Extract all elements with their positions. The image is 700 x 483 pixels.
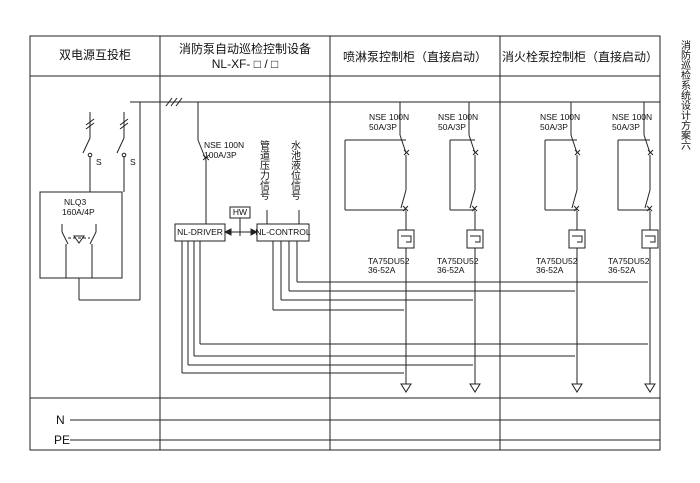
pump-relay-range: 36-52A xyxy=(536,265,564,275)
ats-model-label: NLQ3 xyxy=(64,197,86,207)
column-header-ats: 双电源互投柜 xyxy=(59,47,131,62)
busbar-slash-marks xyxy=(165,97,183,107)
column-header-model: NL-XF- □ / □ xyxy=(212,57,279,71)
pump-relay-model: TA75DU52 xyxy=(437,256,479,266)
pump-branch xyxy=(641,102,659,393)
diagram-frame xyxy=(29,35,661,451)
pump-relay-range: 36-52A xyxy=(608,265,636,275)
pump-breaker-model: NSE 100N xyxy=(369,112,409,122)
ats-contact-dot xyxy=(121,152,127,158)
control-wiring xyxy=(272,241,648,311)
pump-branch xyxy=(397,102,415,393)
pump-relay-range: 36-52A xyxy=(437,265,465,275)
pressure-signal-label: 管道压力信号 xyxy=(258,139,270,201)
ats-s-label: S xyxy=(96,157,102,167)
pump-breaker-rating: 50A/3P xyxy=(612,122,640,132)
ats-switch-contacts xyxy=(82,137,125,192)
column-header-hydrant: 消火栓泵控制柜（直接启动） xyxy=(502,49,658,64)
pump-breaker-rating: 50A/3P xyxy=(369,122,397,132)
pump-breaker-rating: 50A/3P xyxy=(438,122,466,132)
inspection-breaker-model: NSE 100N xyxy=(204,140,244,150)
hw-label: HW xyxy=(233,207,247,217)
pump-interlock-lines xyxy=(344,139,650,211)
pump-breaker-model: NSE 100N xyxy=(438,112,478,122)
inspection-breaker xyxy=(197,102,210,224)
pump-relay-range: 36-52A xyxy=(368,265,396,275)
level-signal-label: 水池液位信号 xyxy=(289,140,301,201)
driver-wiring xyxy=(181,241,648,374)
pump-relay-model: TA75DU52 xyxy=(536,256,578,266)
driver-control-link xyxy=(223,228,259,236)
n-bus-label: N xyxy=(56,413,65,427)
ats-incoming-feeders xyxy=(85,112,129,138)
nl-control-label: NL-CONTROL xyxy=(255,227,311,237)
side-title: 消防巡检系统设计方案六 xyxy=(679,39,691,150)
ats-s-label: S xyxy=(130,157,136,167)
pump-relay-model: TA75DU52 xyxy=(368,256,410,266)
ats-rating-label: 160A/4P xyxy=(62,207,95,217)
pump-relay-model: TA75DU52 xyxy=(608,256,650,266)
nl-driver-label: NL-DRIVER xyxy=(177,227,223,237)
pump-branch xyxy=(568,102,586,393)
inspection-breaker-rating: 100A/3P xyxy=(204,150,237,160)
column-header-inspection: 消防泵自动巡检控制设备 xyxy=(179,41,311,56)
pe-bus-label: PE xyxy=(54,433,70,447)
ats-contact-dot xyxy=(87,152,93,158)
pump-breaker-rating: 50A/3P xyxy=(540,122,568,132)
ats-internal-switches xyxy=(61,224,97,278)
pump-branch xyxy=(466,102,484,393)
pump-breaker-model: NSE 100N xyxy=(540,112,580,122)
ats-cabinet-box xyxy=(39,191,123,279)
column-header-sprinkler: 喷淋泵控制柜（直接启动） xyxy=(343,49,487,64)
pump-breaker-model: NSE 100N xyxy=(612,112,652,122)
